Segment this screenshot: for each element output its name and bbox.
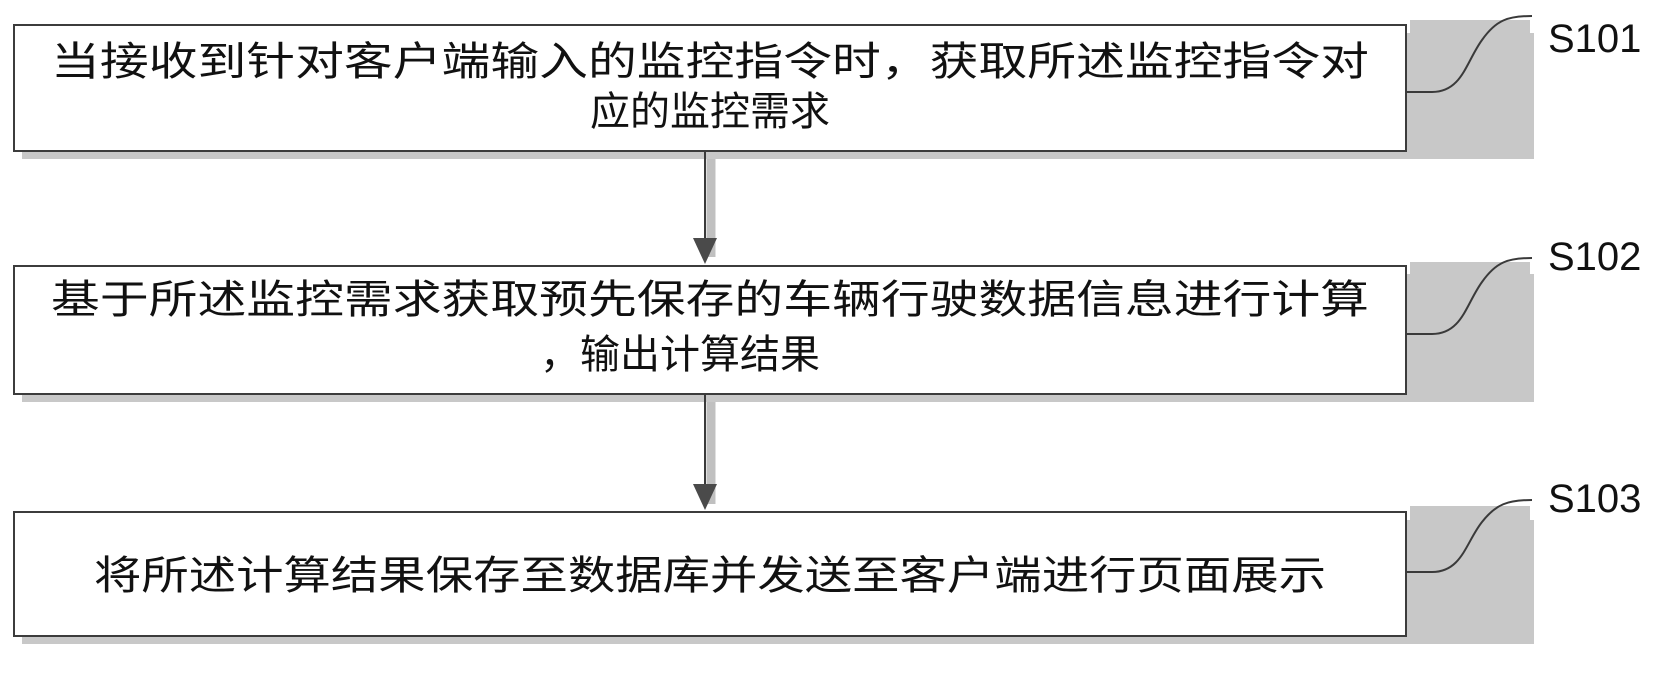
step-s101-leader [1406, 15, 1533, 93]
step-s103-box [13, 511, 1407, 637]
step-s103-text-line-1: 将所述计算结果保存至数据库并发送至客户端进行页面展示 [94, 553, 1326, 599]
step-s101-text-line-2: 应的监控需求 [590, 89, 830, 135]
step-s101-box [13, 24, 1407, 152]
step-s102-label: S102 [1548, 235, 1641, 279]
connector-s102-s103 [693, 394, 717, 510]
connector-s102-s103-arrowhead [693, 484, 717, 510]
step-s102-box [13, 265, 1407, 395]
step-s102-text-line-2: ，输出计算结果 [540, 332, 820, 378]
step-s101: 当接收到针对客户端输入的监控指令时，获取所述监控指令对 应的监控需求 S101 [13, 15, 1641, 159]
step-s101-label: S101 [1548, 17, 1641, 61]
step-s103: 将所述计算结果保存至数据库并发送至客户端进行页面展示 S103 [13, 477, 1641, 644]
step-s101-text-line-1: 当接收到针对客户端输入的监控指令时，获取所述监控指令对 [51, 39, 1369, 85]
step-s103-leader [1406, 499, 1533, 573]
step-s102-text-line-1: 基于所述监控需求获取预先保存的车辆行驶数据信息进行计算 [51, 277, 1369, 323]
step-s103-tag-shadow [1410, 506, 1530, 586]
connector-s101-s102 [693, 151, 717, 264]
step-s103-label: S103 [1548, 477, 1641, 521]
step-s102: 基于所述监控需求获取预先保存的车辆行驶数据信息进行计算 ，输出计算结果 S102 [13, 235, 1641, 402]
connector-s101-s102-arrowhead [693, 238, 717, 264]
step-s102-leader [1406, 257, 1533, 335]
